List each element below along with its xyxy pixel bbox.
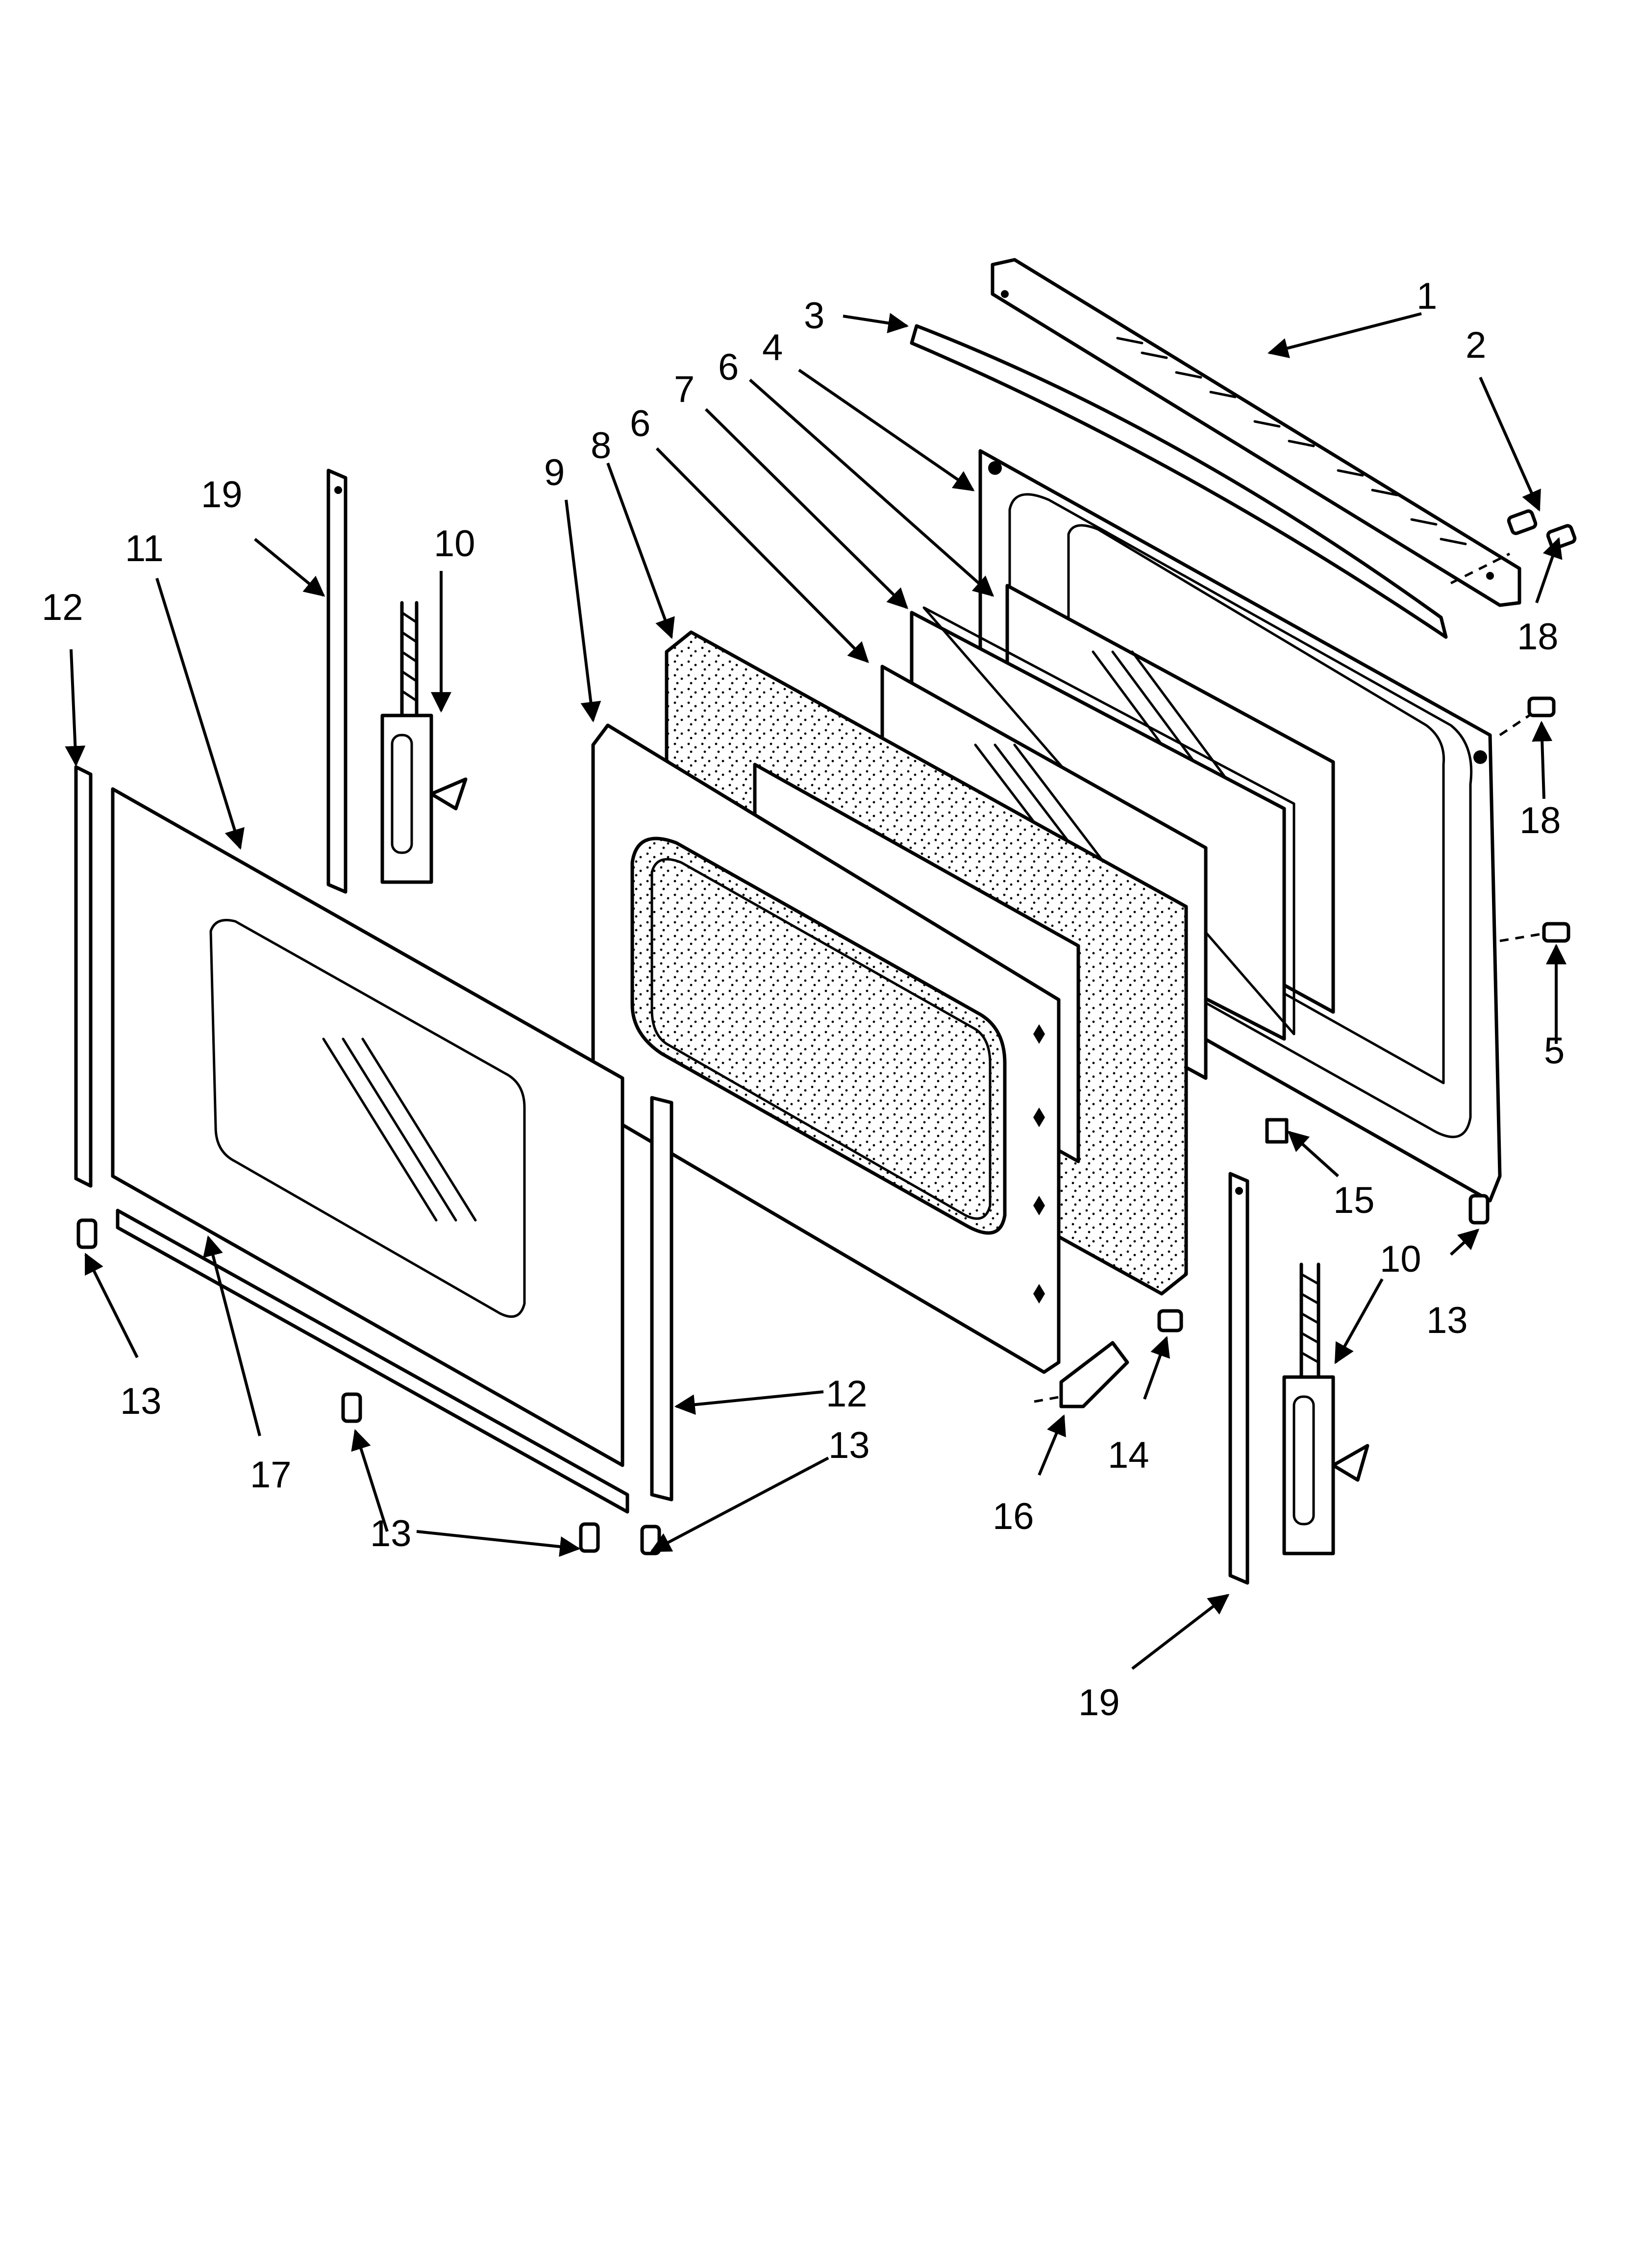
callout-17: 17: [250, 1454, 292, 1496]
callout-8: 8: [591, 425, 611, 467]
screw-13-left: [76, 1218, 98, 1249]
part-1-vent-panel: [991, 258, 1521, 607]
part-11-outer-door-glass: [111, 787, 624, 1467]
screw-5: [1542, 922, 1570, 943]
callout-13b: 13: [1426, 1300, 1468, 1341]
part-10-hinge-left: [380, 601, 468, 884]
callout-2: 2: [1466, 324, 1486, 366]
callout-18b: 18: [1519, 800, 1561, 841]
callout-14: 14: [1108, 1434, 1149, 1476]
callout-10b: 10: [1380, 1238, 1421, 1280]
callout-6a: 6: [718, 346, 739, 388]
leader-arrows: [65, 312, 1566, 1670]
callout-19b: 19: [1078, 1682, 1120, 1724]
screw-14: [1157, 1309, 1183, 1332]
screw-13-bottom-b: [579, 1522, 600, 1553]
screw-18a: [1546, 524, 1577, 550]
callout-11: 11: [125, 528, 164, 569]
part-10-hinge-right: [1282, 1262, 1369, 1555]
callout-6b: 6: [630, 403, 650, 444]
callout-12a: 12: [42, 587, 83, 628]
callout-12b: 12: [826, 1373, 868, 1415]
callout-13a: 13: [120, 1381, 162, 1422]
part-19-hinge-receiver-left: [326, 468, 348, 894]
part-12-side-trim-left: [74, 765, 93, 1188]
callout-9: 9: [544, 452, 565, 493]
part-17-bottom-trim: [116, 1208, 629, 1514]
callout-3: 3: [804, 295, 824, 337]
part-15-clip: [1265, 1118, 1289, 1144]
callout-18a: 18: [1517, 616, 1559, 658]
callout-16: 16: [993, 1496, 1034, 1537]
part-16-bracket: [1034, 1341, 1129, 1408]
callout-7: 7: [674, 369, 695, 410]
callout-10a: 10: [434, 523, 475, 565]
part-9-inner-door-panel: [591, 723, 1061, 1374]
callout-15: 15: [1333, 1180, 1375, 1221]
callout-4: 4: [762, 327, 783, 369]
callout-labels: 1 2 3 4 5 6 6 7 8 9 10 10 11 12 12 13 13…: [42, 275, 1565, 1724]
callout-5: 5: [1544, 1030, 1565, 1072]
screw-18b: [1527, 696, 1556, 717]
callout-13c: 13: [370, 1513, 412, 1554]
callout-13d: 13: [828, 1425, 870, 1466]
part-3-handle: [910, 324, 1448, 639]
part-12-side-trim-right: [650, 1096, 673, 1502]
part-19-hinge-receiver-right: [1228, 1172, 1249, 1585]
callout-1: 1: [1417, 275, 1437, 317]
screw-2a: [1507, 509, 1538, 535]
screw-13-bottom-a: [341, 1392, 362, 1423]
screw-13-right: [1468, 1194, 1490, 1225]
callout-19a: 19: [201, 474, 243, 516]
